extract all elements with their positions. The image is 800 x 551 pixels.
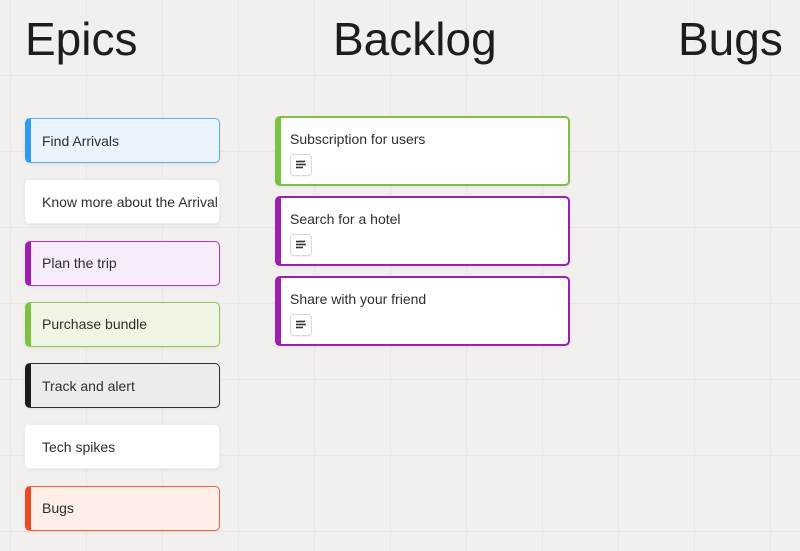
column-title-epics[interactable]: Epics — [25, 13, 138, 65]
description-icon[interactable] — [290, 154, 312, 176]
card-bugs[interactable]: Bugs — [25, 485, 220, 531]
card-label: Share with your friend — [290, 291, 427, 307]
card-label: Subscription for users — [290, 131, 426, 147]
card-find-arrivals[interactable]: Find Arrivals — [25, 118, 220, 163]
card-label: Know more about the Arrival — [42, 193, 218, 210]
card-search-for-a-hotel[interactable]: Search for a hotel — [275, 196, 570, 266]
card-tech-spikes[interactable]: Tech spikes — [25, 424, 220, 470]
card-label: Bugs — [42, 500, 74, 517]
card-label: Track and alert — [42, 377, 135, 394]
column-title-bugs[interactable]: Bugs — [678, 13, 783, 65]
card-know-more-about-the-arrival[interactable]: Know more about the Arrival — [25, 179, 220, 225]
card-subscription-for-users[interactable]: Subscription for users — [275, 116, 570, 186]
card-share-with-your-friend[interactable]: Share with your friend — [275, 276, 570, 346]
card-purchase-bundle[interactable]: Purchase bundle — [25, 301, 220, 347]
column-backlog: Subscription for users Search for a hote… — [275, 116, 570, 346]
description-icon[interactable] — [290, 314, 312, 336]
card-label: Plan the trip — [42, 255, 117, 272]
card-track-and-alert[interactable]: Track and alert — [25, 363, 220, 409]
card-label: Purchase bundle — [42, 316, 148, 333]
card-label: Find Arrivals — [42, 132, 120, 149]
column-title-backlog[interactable]: Backlog — [333, 13, 497, 65]
column-epics: Find Arrivals Know more about the Arriva… — [25, 118, 220, 531]
card-label: Tech spikes — [42, 438, 116, 455]
description-icon[interactable] — [290, 234, 312, 256]
card-plan-the-trip[interactable]: Plan the trip — [25, 240, 220, 286]
card-label: Search for a hotel — [290, 211, 401, 227]
